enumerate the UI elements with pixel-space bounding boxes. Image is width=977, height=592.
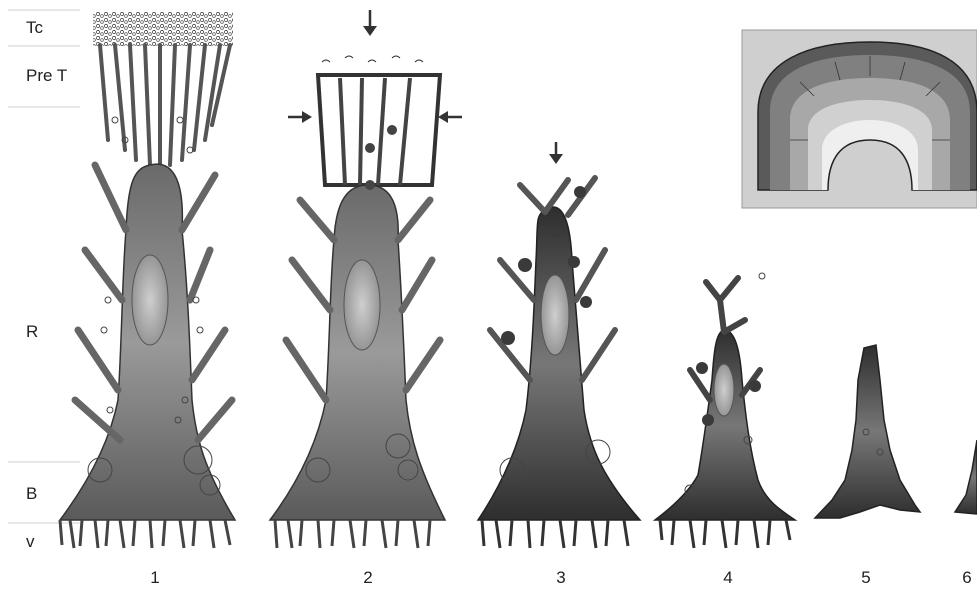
cell-stage-3 (478, 142, 640, 548)
cell-body (655, 330, 795, 520)
nucleus (132, 255, 168, 345)
zone-label-tc: Tc (26, 18, 43, 38)
zone-label-r: R (26, 322, 38, 342)
cell-stage-4 (655, 273, 795, 548)
stage-number-6: 6 (957, 568, 977, 588)
zone-dividers (8, 10, 80, 523)
cell-stage-2 (270, 10, 462, 548)
nucleus (541, 275, 569, 355)
inset-panel (742, 30, 977, 208)
zone-label-b: B (26, 484, 37, 504)
stage-number-4: 4 (718, 568, 738, 588)
zone-label-v: v (26, 532, 35, 552)
basal-processes (60, 520, 230, 548)
stage-number-1: 1 (145, 568, 165, 588)
arrow-icon (549, 142, 563, 164)
cell-body (815, 345, 920, 518)
stage-number-2: 2 (358, 568, 378, 588)
nucleus (344, 260, 380, 350)
zone-label-pre-t: Pre T (26, 66, 67, 86)
basal-processes (482, 520, 628, 548)
cell-stage-5 (815, 345, 920, 518)
cell-stage-6 (955, 440, 977, 514)
cell-body (955, 440, 977, 514)
cell-body (478, 207, 640, 520)
stage-number-5: 5 (856, 568, 876, 588)
basal-processes (275, 520, 430, 548)
tc-layer (93, 12, 233, 46)
nucleus (714, 364, 734, 416)
basal-processes (660, 520, 790, 548)
cell-stage-1 (60, 12, 235, 548)
stage-number-3: 3 (551, 568, 571, 588)
